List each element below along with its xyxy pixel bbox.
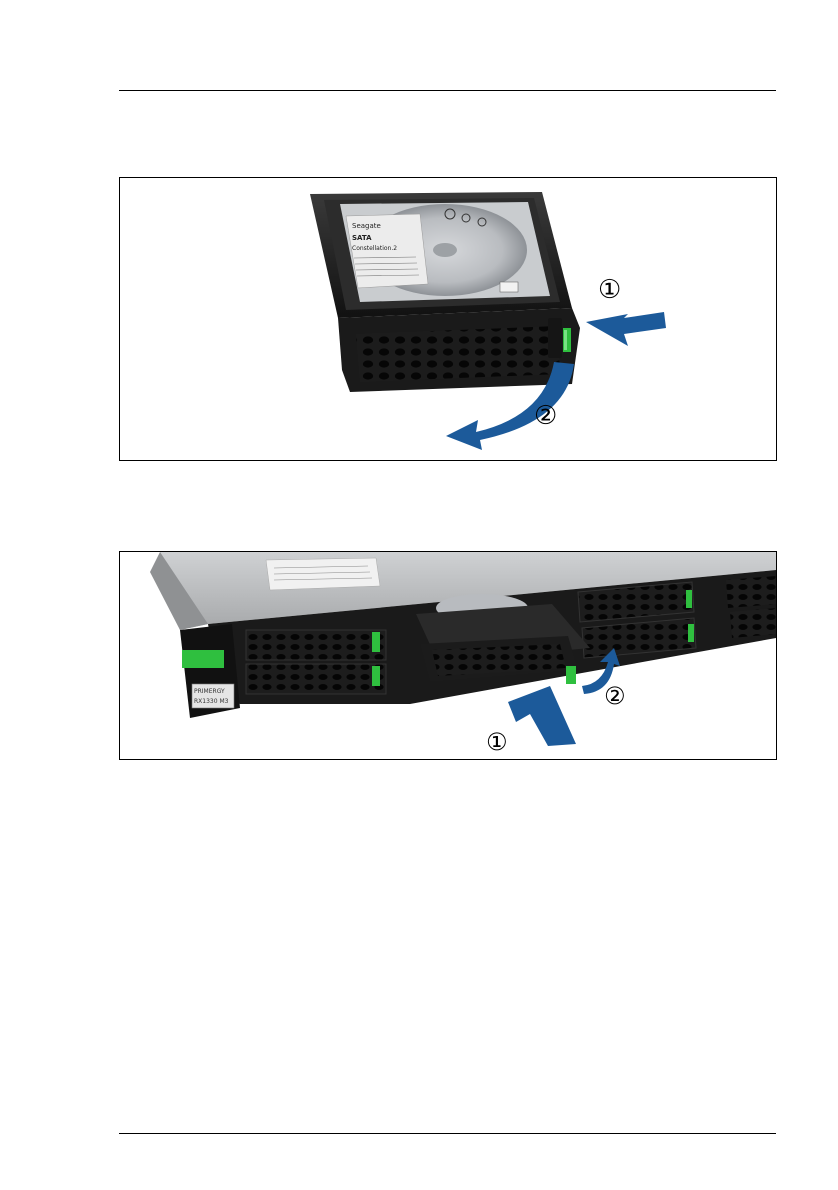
push-latch-arrow bbox=[586, 312, 666, 346]
server-ear-badge: PRIMERGY RX1330 M3 bbox=[180, 624, 240, 718]
callout-2: ② bbox=[534, 401, 557, 431]
drive-brand-text: Seagate bbox=[352, 222, 381, 230]
callout-2: ② bbox=[604, 682, 626, 710]
drive-model-text: Constellation.2 bbox=[352, 245, 397, 252]
figure-hdd-insert: PRIMERGY RX1330 M3 ① ② bbox=[119, 551, 777, 760]
callout-1: ① bbox=[486, 728, 508, 756]
figure-hdd-lever-open: Seagate SATA Constellation.2 bbox=[119, 177, 777, 461]
badge-brand-text: PRIMERGY bbox=[194, 688, 225, 695]
header-rule bbox=[119, 90, 776, 91]
badge-model-text: RX1330 M3 bbox=[194, 698, 229, 705]
figure-hdd-lever-open-illustration: Seagate SATA Constellation.2 bbox=[120, 178, 776, 460]
hdd-front-bezel bbox=[338, 308, 580, 392]
push-in-arrow bbox=[508, 686, 576, 746]
drive-type-text: SATA bbox=[352, 234, 372, 242]
footer-rule bbox=[119, 1133, 776, 1134]
hdd-carrier: Seagate SATA Constellation.2 bbox=[310, 192, 572, 318]
figure-hdd-insert-illustration: PRIMERGY RX1330 M3 ① ② bbox=[120, 552, 776, 759]
callout-1: ① bbox=[598, 275, 621, 305]
